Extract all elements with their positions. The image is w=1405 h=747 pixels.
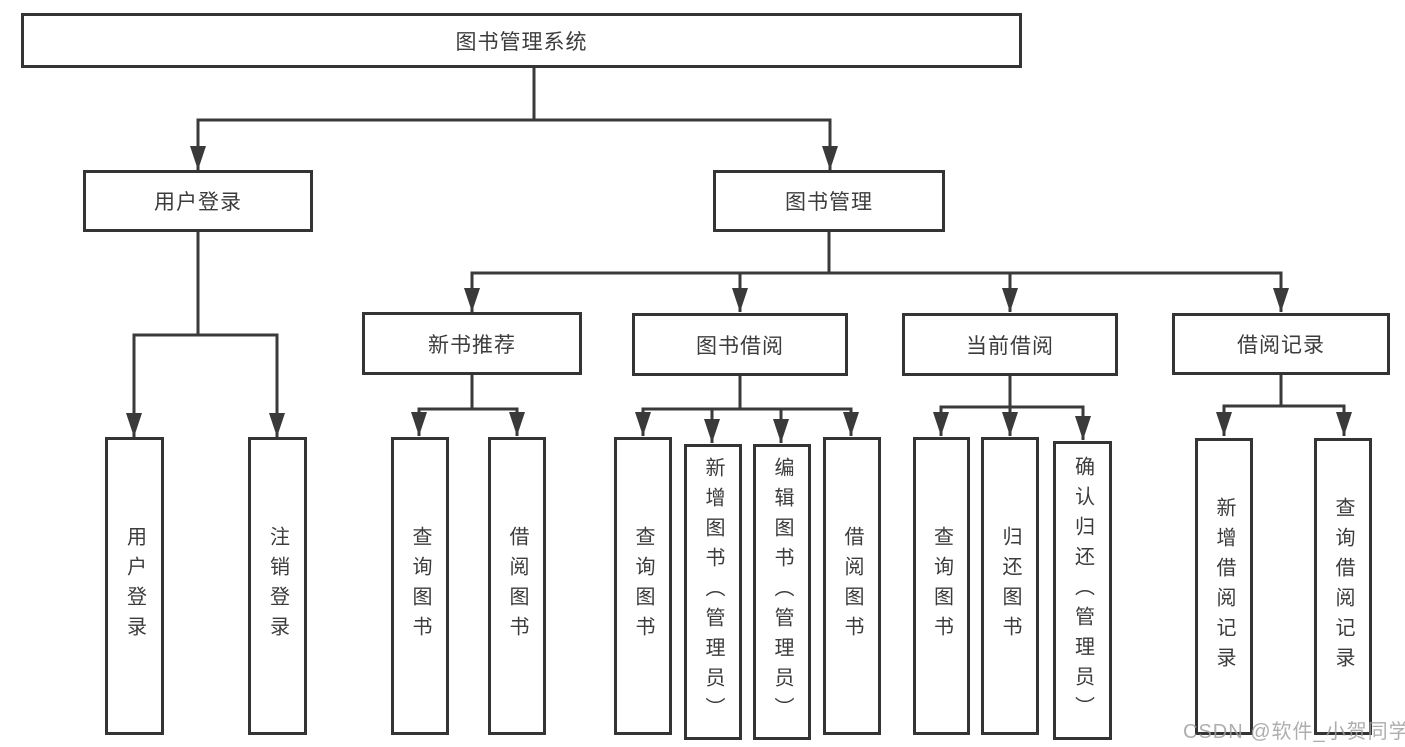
node-root: 图书管理系统 <box>21 13 1022 68</box>
leaf-borrow-add-book: 新增图书（管理员） <box>684 444 742 740</box>
node-user-login-label: 用户登录 <box>154 191 242 214</box>
leaf-borrow-query-label: 查询图书 <box>632 526 654 646</box>
leaf-borrow-query: 查询图书 <box>614 437 672 735</box>
leaf-borrow-add-book-label: 新增图书（管理员） <box>702 457 724 727</box>
node-user-login: 用户登录 <box>83 170 313 232</box>
leaf-logout-label: 注销登录 <box>266 526 289 646</box>
leaf-record-query-label: 查询借阅记录 <box>1332 496 1354 677</box>
leaf-newbook-borrow-label: 借阅图书 <box>506 526 528 646</box>
node-borrow-records: 借阅记录 <box>1172 313 1390 375</box>
leaf-current-return: 归还图书 <box>981 437 1039 735</box>
node-current-borrow-label: 当前借阅 <box>966 334 1054 358</box>
leaf-borrow-borrow-book-label: 借阅图书 <box>841 526 863 646</box>
leaf-user-login-label: 用户登录 <box>123 526 146 646</box>
leaf-current-confirm-return-label: 确认归还（管理员） <box>1071 455 1094 726</box>
node-book-management-label: 图书管理 <box>785 191 873 214</box>
leaf-current-confirm-return: 确认归还（管理员） <box>1053 441 1112 740</box>
leaf-borrow-edit-book: 编辑图书（管理员） <box>753 444 811 740</box>
leaf-current-return-label: 归还图书 <box>999 526 1021 646</box>
node-book-borrow: 图书借阅 <box>632 313 848 376</box>
node-book-management: 图书管理 <box>713 170 945 232</box>
csdn-watermark: CSDN @软件_小贺同学 <box>1183 721 1405 743</box>
leaf-record-query: 查询借阅记录 <box>1314 438 1372 735</box>
leaf-borrow-edit-book-label: 编辑图书（管理员） <box>771 457 793 727</box>
leaf-user-login: 用户登录 <box>105 437 164 735</box>
leaf-record-add: 新增借阅记录 <box>1195 438 1253 735</box>
leaf-record-add-label: 新增借阅记录 <box>1213 496 1235 677</box>
node-new-book-recommend-label: 新书推荐 <box>428 333 516 357</box>
node-root-label: 图书管理系统 <box>455 30 588 54</box>
leaf-logout: 注销登录 <box>248 437 307 735</box>
leaf-newbook-borrow: 借阅图书 <box>488 437 546 735</box>
node-new-book-recommend: 新书推荐 <box>362 312 582 375</box>
node-book-borrow-label: 图书借阅 <box>696 334 784 358</box>
leaf-newbook-query: 查询图书 <box>391 437 449 735</box>
leaf-current-query-label: 查询图书 <box>930 526 953 646</box>
leaf-borrow-borrow-book: 借阅图书 <box>823 437 881 735</box>
leaf-newbook-query-label: 查询图书 <box>409 526 431 646</box>
node-borrow-records-label: 借阅记录 <box>1237 334 1325 357</box>
leaf-current-query: 查询图书 <box>913 437 970 735</box>
node-current-borrow: 当前借阅 <box>902 313 1118 376</box>
